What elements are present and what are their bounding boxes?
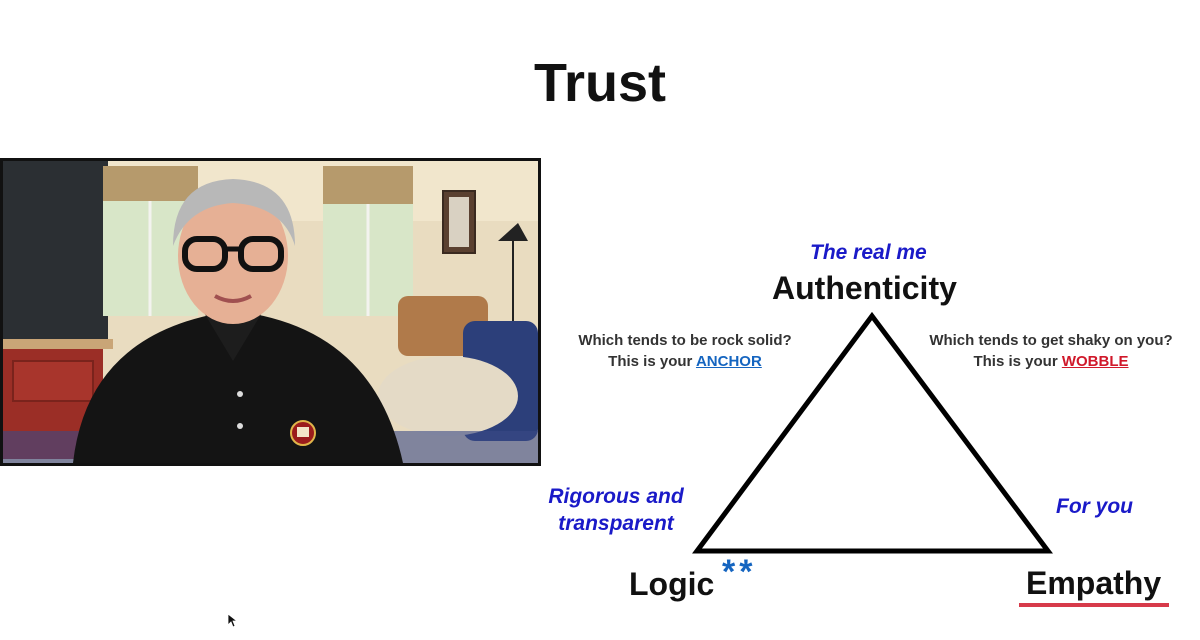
- speaker-face: [178, 188, 288, 324]
- arrow-cursor-icon: [228, 614, 239, 628]
- left-label-line2: transparent: [558, 512, 674, 535]
- wobble-question-line1: Which tends to get shaky on you?: [929, 332, 1173, 349]
- empathy-underline-mark: [1019, 603, 1169, 607]
- wobble-keyword: WOBBLE: [1061, 353, 1129, 370]
- speaker-hair: [173, 179, 295, 246]
- university-crest-icon: [290, 420, 316, 446]
- glasses-icon: [182, 236, 284, 272]
- ottoman: [378, 356, 518, 436]
- left-label-line1: Rigorous and: [548, 485, 684, 508]
- anchor-question-line1: Which tends to be rock solid?: [578, 332, 792, 349]
- top-label: The real me: [810, 241, 927, 264]
- slide-title: Trust: [533, 53, 667, 113]
- speaker-shirt: [73, 311, 403, 463]
- lamp: [498, 223, 528, 241]
- logic-stars: **: [722, 553, 757, 591]
- speaker-video: [0, 158, 541, 466]
- left-label: Rigorous and transparent: [540, 483, 692, 537]
- blackboard: [3, 161, 108, 341]
- right-vertex-empathy: Empathy: [1026, 565, 1162, 601]
- anchor-prefix: This is your: [608, 353, 696, 370]
- anchor-question: Which tends to be rock solid? This is yo…: [560, 330, 810, 372]
- wobble-question-line2: This is your WOBBLE: [920, 351, 1182, 372]
- wobble-question: Which tends to get shaky on you? This is…: [920, 330, 1182, 372]
- top-vertex-authenticity: Authenticity: [772, 270, 957, 306]
- wobble-prefix: This is your: [973, 353, 1062, 370]
- anchor-keyword: ANCHOR: [695, 353, 762, 370]
- anchor-question-line2: This is your ANCHOR: [560, 351, 810, 372]
- left-vertex-logic: Logic: [629, 566, 715, 602]
- right-label: For you: [1056, 495, 1133, 518]
